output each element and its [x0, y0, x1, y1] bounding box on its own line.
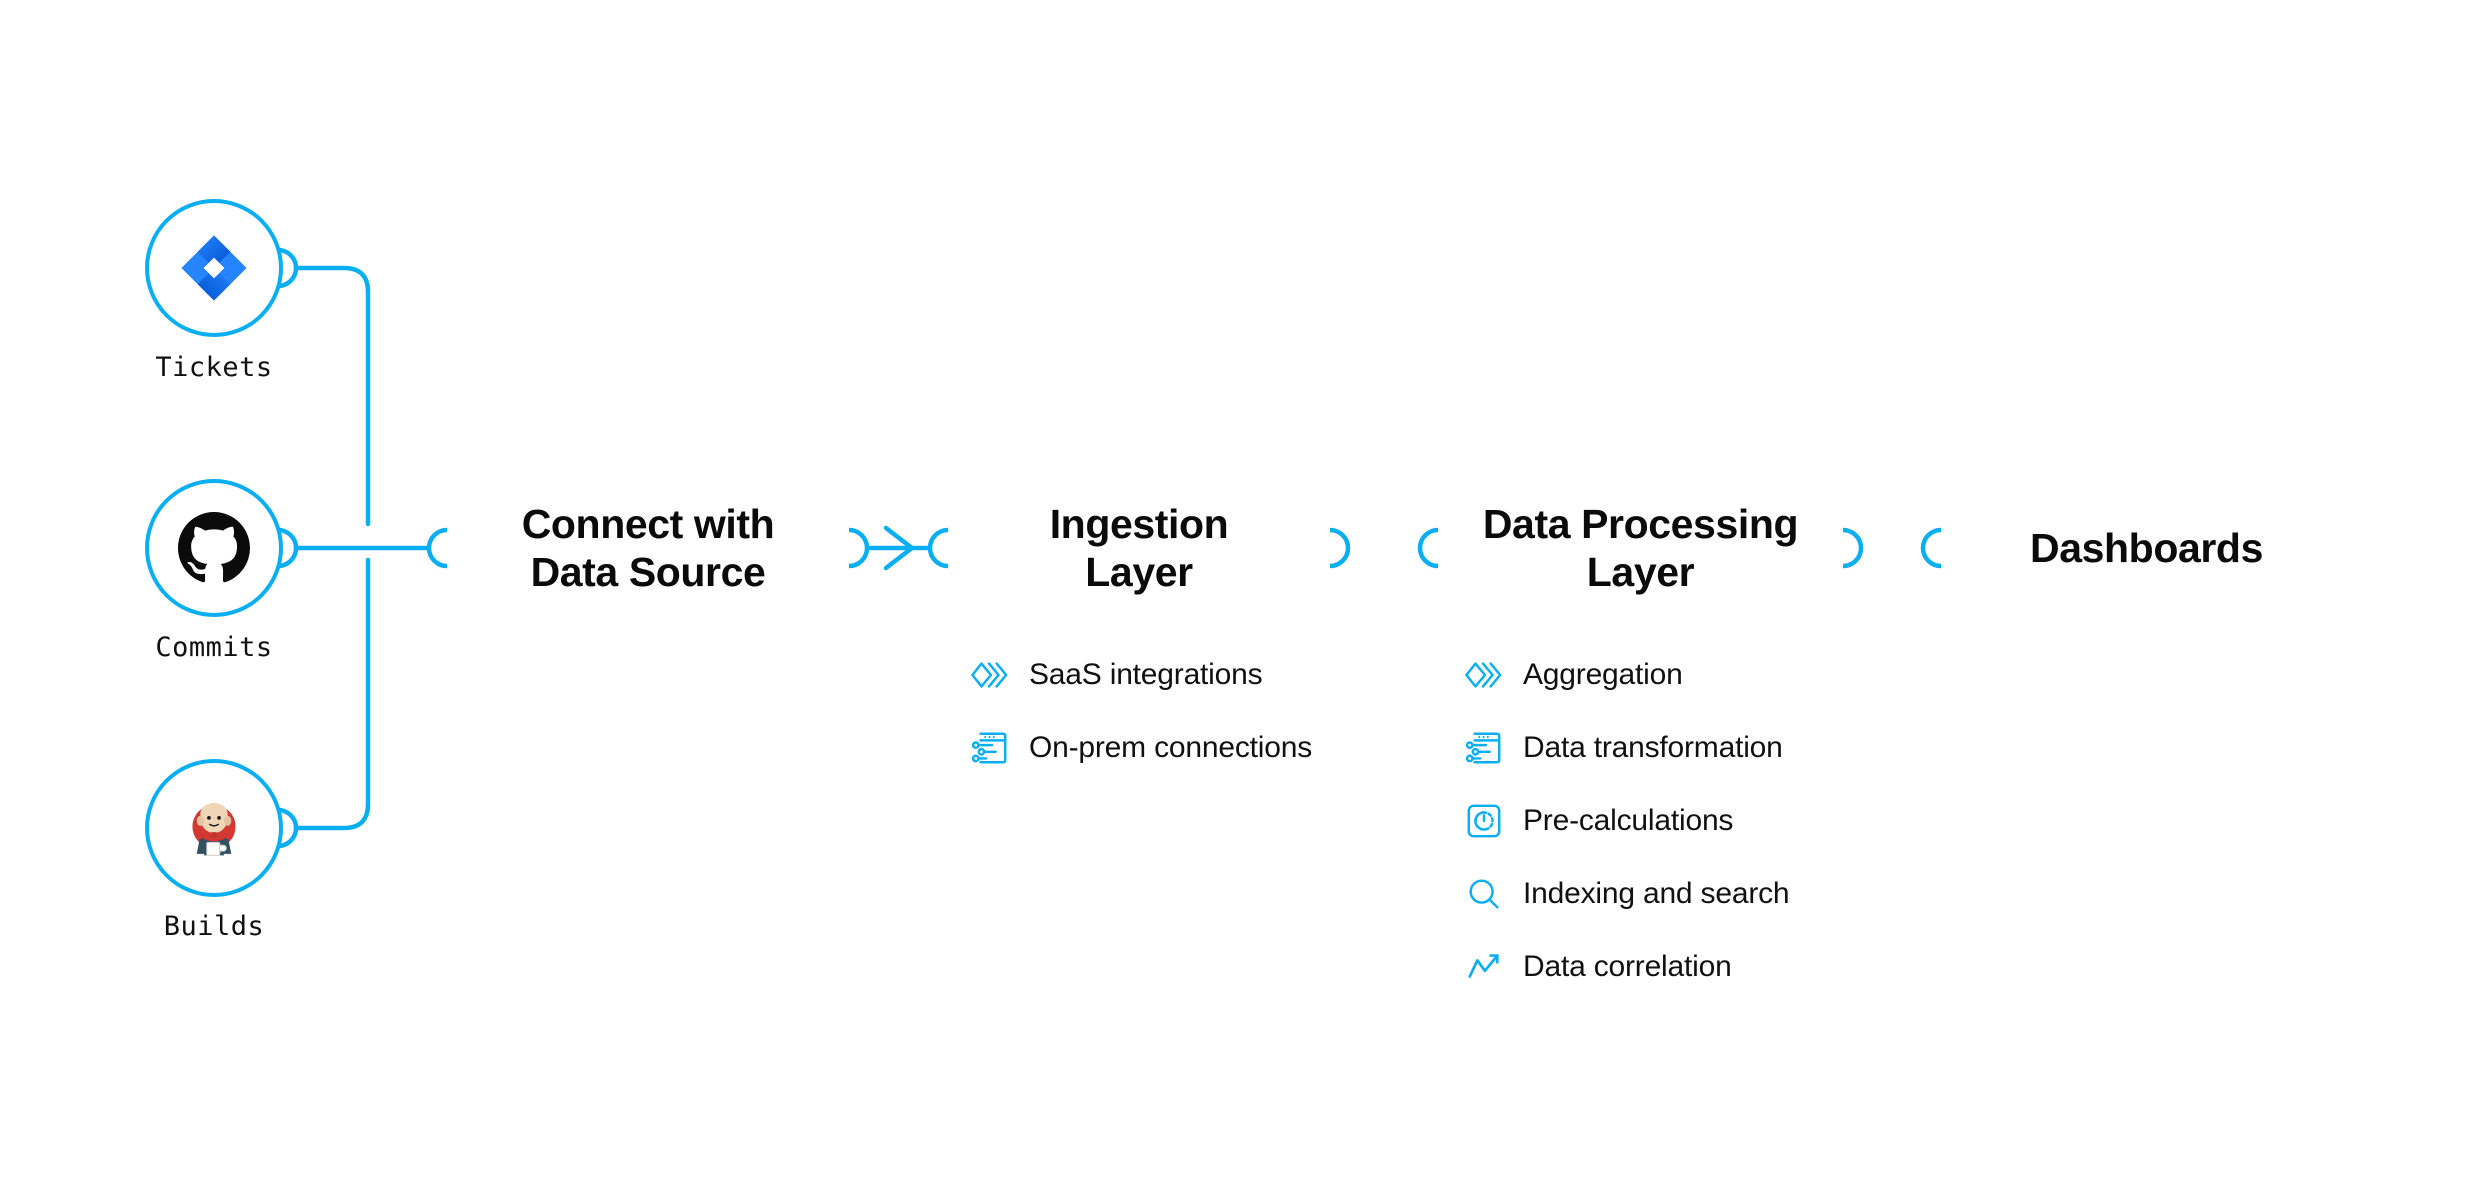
source-label-commits: Commits — [155, 632, 273, 663]
feature-item[interactable]: Data correlation — [1465, 944, 1789, 990]
stage-title-line2: Layer — [1085, 549, 1193, 595]
badge-connect-with-data-source — [608, 350, 686, 428]
feature-item[interactable]: Aggregation — [1465, 652, 1789, 698]
ingestion-feature-list: SaaS integrations On-prem connections — [971, 652, 1312, 798]
jenkins-icon — [192, 802, 236, 856]
stage-title-line2: Data Source — [530, 549, 766, 595]
feature-label: Indexing and search — [1523, 877, 1790, 910]
laptop-code-icon — [628, 374, 666, 405]
stage-title-line1: Data Processing — [1482, 500, 1799, 547]
stage-title-connect-with-data-source: Connect with Data Source — [508, 500, 789, 597]
line-chart-icon — [1465, 948, 1503, 986]
stage-title-data-processing-layer: Data Processing Layer — [1469, 500, 1812, 597]
stage-title-line2: Layer — [1586, 549, 1695, 595]
processing-feature-list: Aggregation Data transformation — [1465, 652, 1790, 1017]
feature-item[interactable]: Indexing and search — [1465, 871, 1790, 917]
stage-title-line1: Ingestion — [1049, 500, 1229, 547]
feature-label: On-prem connections — [1029, 731, 1313, 764]
magnifier-icon — [1465, 875, 1503, 913]
circuit-nodes-icon — [1124, 374, 1157, 404]
jira-icon — [181, 235, 247, 301]
feature-item[interactable]: SaaS integrations — [971, 652, 1312, 698]
stage-box-data-processing-layer[interactable]: Data Processing Layer — [1438, 462, 1843, 634]
source-label-tickets: Tickets — [155, 352, 273, 383]
feature-label: Data transformation — [1523, 731, 1783, 764]
source-node-commits[interactable] — [145, 479, 283, 617]
presentation-chart-icon — [2127, 371, 2159, 405]
feature-item[interactable]: Pre-calculations — [1465, 798, 1789, 844]
stage-title-dashboards: Dashboards — [2016, 524, 2277, 572]
feature-item[interactable]: Data transformation — [1465, 725, 1789, 771]
badge-data-processing-layer — [1590, 350, 1668, 428]
stage-title-line1: Dashboards — [2030, 524, 2263, 571]
chevrons-layers-icon — [971, 656, 1009, 694]
window-sliders-icon — [1465, 729, 1503, 767]
feature-label: Data correlation — [1523, 950, 1732, 983]
stage-box-connect-with-data-source[interactable]: Connect with Data Source — [447, 462, 849, 634]
stage-title-ingestion-layer: Ingestion Layer — [1036, 500, 1243, 597]
source-node-builds[interactable] — [145, 759, 283, 897]
feature-label: SaaS integrations — [1029, 658, 1263, 691]
badge-dashboards — [2104, 350, 2182, 428]
source-node-tickets[interactable] — [145, 199, 283, 337]
feature-label: Aggregation — [1523, 658, 1683, 691]
gauge-square-icon — [1465, 802, 1503, 840]
chevrons-layers-icon — [1465, 656, 1503, 694]
stage-box-ingestion-layer[interactable]: Ingestion Layer — [948, 462, 1330, 634]
feature-label: Pre-calculations — [1523, 804, 1734, 837]
stage-title-line1: Connect with — [521, 500, 775, 547]
feature-item[interactable]: On-prem connections — [971, 725, 1312, 771]
source-label-builds: Builds — [163, 911, 265, 942]
window-barchart-icon — [1613, 373, 1645, 405]
stage-box-dashboards[interactable]: Dashboards — [1941, 462, 2352, 634]
github-icon — [178, 512, 250, 583]
badge-ingestion-layer — [1100, 350, 1178, 428]
window-sliders-icon — [971, 729, 1009, 767]
